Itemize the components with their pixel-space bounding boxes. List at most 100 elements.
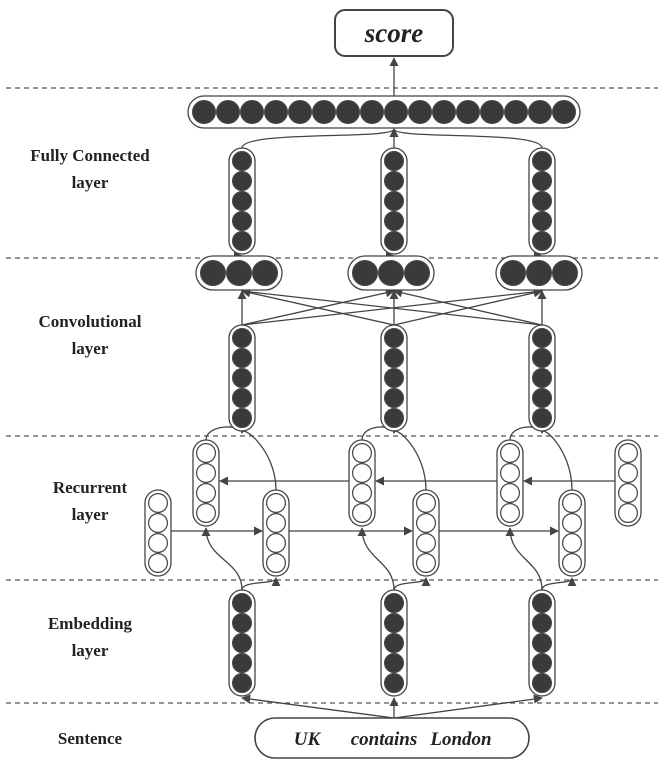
connection xyxy=(242,129,394,148)
score-label: score xyxy=(364,18,423,48)
neuron xyxy=(457,101,480,124)
neuron xyxy=(193,101,216,124)
neuron xyxy=(385,192,404,211)
neuron xyxy=(385,212,404,231)
neuron xyxy=(233,349,252,368)
neuron xyxy=(563,554,582,573)
neuron xyxy=(533,172,552,191)
neuron xyxy=(385,409,404,428)
neuron xyxy=(619,464,638,483)
conv-pooled-row xyxy=(348,256,434,290)
neuron xyxy=(241,101,264,124)
connection xyxy=(394,129,542,148)
neuron xyxy=(233,634,252,653)
neuron xyxy=(533,614,552,633)
neuron xyxy=(233,594,252,613)
neuron xyxy=(149,534,168,553)
neuron xyxy=(385,232,404,251)
neuron xyxy=(197,484,216,503)
recurrent-neuron-stack xyxy=(349,440,375,526)
neuron xyxy=(233,409,252,428)
neuron xyxy=(201,261,226,286)
neuron xyxy=(265,101,288,124)
neuron xyxy=(533,349,552,368)
neuron xyxy=(233,369,252,388)
neuron xyxy=(501,444,520,463)
neuron xyxy=(233,172,252,191)
neuron xyxy=(533,409,552,428)
neuron xyxy=(267,534,286,553)
neuron xyxy=(563,514,582,533)
sentence-word-london: London xyxy=(429,729,491,750)
sentence-box: UK contains London xyxy=(255,718,529,758)
connection xyxy=(362,528,394,590)
neuron xyxy=(353,504,372,523)
neuron xyxy=(619,484,638,503)
conv-pooled-row xyxy=(196,256,282,290)
recurrent-neuron-stack xyxy=(497,440,523,526)
neuron xyxy=(533,152,552,171)
neuron xyxy=(619,444,638,463)
neuron xyxy=(353,261,378,286)
neuron xyxy=(233,212,252,231)
neuron xyxy=(233,614,252,633)
neuron xyxy=(533,192,552,211)
neuron xyxy=(353,484,372,503)
neuron xyxy=(337,101,360,124)
neuron xyxy=(197,464,216,483)
neuron xyxy=(233,674,252,693)
neuron xyxy=(267,494,286,513)
neuron xyxy=(501,261,526,286)
conv-neuron-stack xyxy=(529,325,555,431)
neuron xyxy=(385,594,404,613)
neuron xyxy=(233,654,252,673)
neuron xyxy=(385,654,404,673)
neuron xyxy=(409,101,432,124)
neuron xyxy=(353,464,372,483)
neuron xyxy=(385,329,404,348)
neuron xyxy=(481,101,504,124)
neuron xyxy=(253,261,278,286)
recurrent-neuron-stack xyxy=(559,490,585,576)
neuron xyxy=(267,514,286,533)
neuron xyxy=(361,101,384,124)
connection xyxy=(510,528,542,590)
recurrent-neuron-stack xyxy=(413,490,439,576)
neuron xyxy=(217,101,240,124)
neuron xyxy=(405,261,430,286)
neuron xyxy=(385,172,404,191)
neuron xyxy=(533,634,552,653)
fc-neuron-stack xyxy=(229,148,255,254)
neuron xyxy=(533,594,552,613)
neuron xyxy=(313,101,336,124)
output-neuron-row xyxy=(188,96,580,128)
connection xyxy=(394,698,542,718)
neuron xyxy=(385,614,404,633)
fc-neuron-stack xyxy=(529,148,555,254)
embedding-neuron-stack xyxy=(381,590,407,696)
neuron xyxy=(385,101,408,124)
neuron xyxy=(501,504,520,523)
neuron xyxy=(501,464,520,483)
neuron xyxy=(501,484,520,503)
neuron xyxy=(533,654,552,673)
neuron xyxy=(385,389,404,408)
neuron xyxy=(533,232,552,251)
neuron xyxy=(417,534,436,553)
neuron xyxy=(533,389,552,408)
connection xyxy=(242,698,394,718)
neuron xyxy=(385,152,404,171)
neuron xyxy=(505,101,528,124)
score-box: score xyxy=(335,10,453,56)
neuron xyxy=(197,444,216,463)
embedding-neuron-stack xyxy=(229,590,255,696)
sentence-word-contains: contains xyxy=(351,729,418,750)
neuron xyxy=(533,369,552,388)
neuron xyxy=(533,329,552,348)
neuron xyxy=(553,261,578,286)
neuron xyxy=(233,152,252,171)
neuron xyxy=(149,514,168,533)
recurrent-neuron-stack xyxy=(193,440,219,526)
